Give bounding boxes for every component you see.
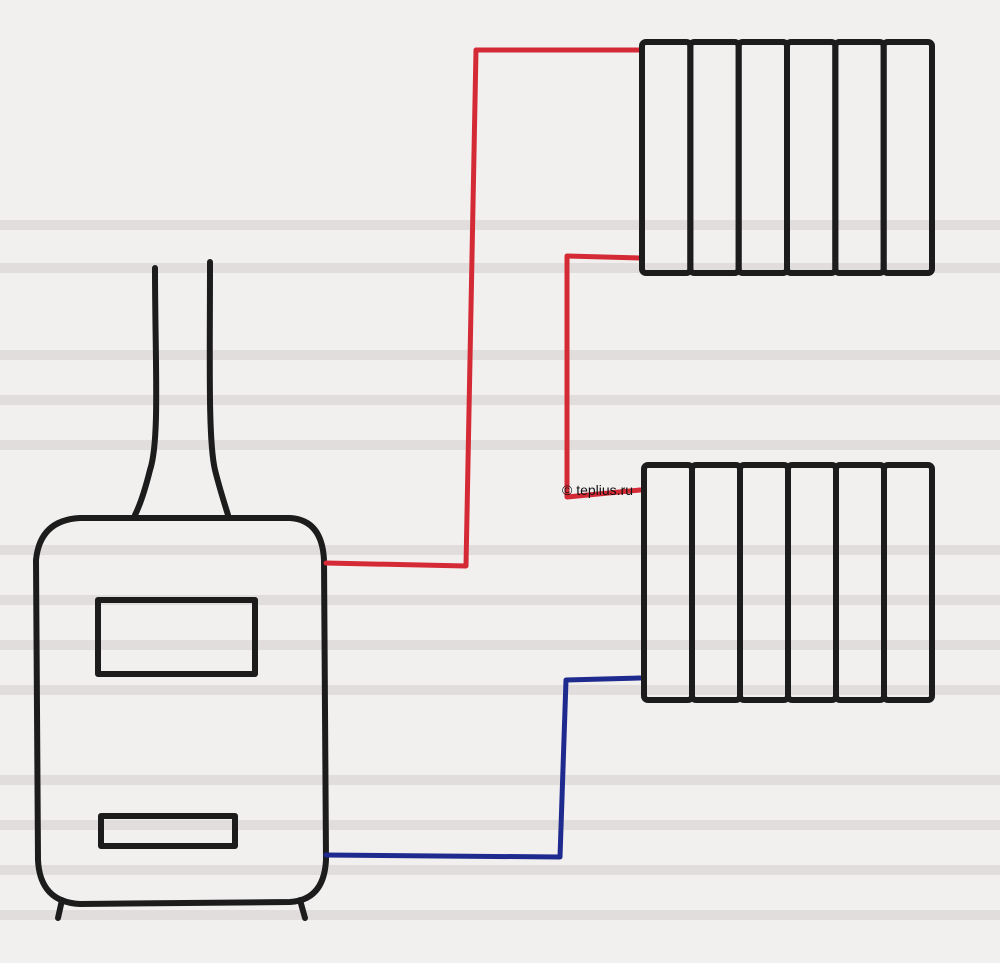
radiator-upper (639, 39, 936, 276)
boiler (33, 259, 329, 921)
radiator-section (689, 462, 743, 703)
boiler-foot-right (297, 897, 308, 921)
radiator-section (784, 39, 839, 276)
watermark: © teplius.ru (562, 482, 634, 498)
radiator-section (687, 39, 742, 276)
radiator-section (832, 39, 887, 276)
boiler-display (95, 597, 258, 677)
radiator-section (881, 462, 935, 703)
radiator-section (785, 462, 839, 703)
boiler-foot-left (55, 897, 65, 921)
supply-pipe-main (323, 47, 643, 569)
radiator-section (735, 39, 791, 276)
flue-pipe-left (132, 265, 160, 518)
flue-pipe-right (206, 259, 231, 518)
radiator-lower (641, 462, 935, 703)
supply-pipe-branch (564, 253, 643, 500)
return-pipe (323, 675, 643, 860)
paper-texture (0, 220, 1000, 920)
boiler-body (33, 515, 329, 907)
radiator-section (737, 462, 791, 703)
boiler-slot (98, 813, 238, 849)
radiator-section (641, 462, 695, 703)
radiator-section (833, 462, 887, 703)
radiator-section (880, 39, 936, 276)
radiator-section (639, 39, 694, 276)
